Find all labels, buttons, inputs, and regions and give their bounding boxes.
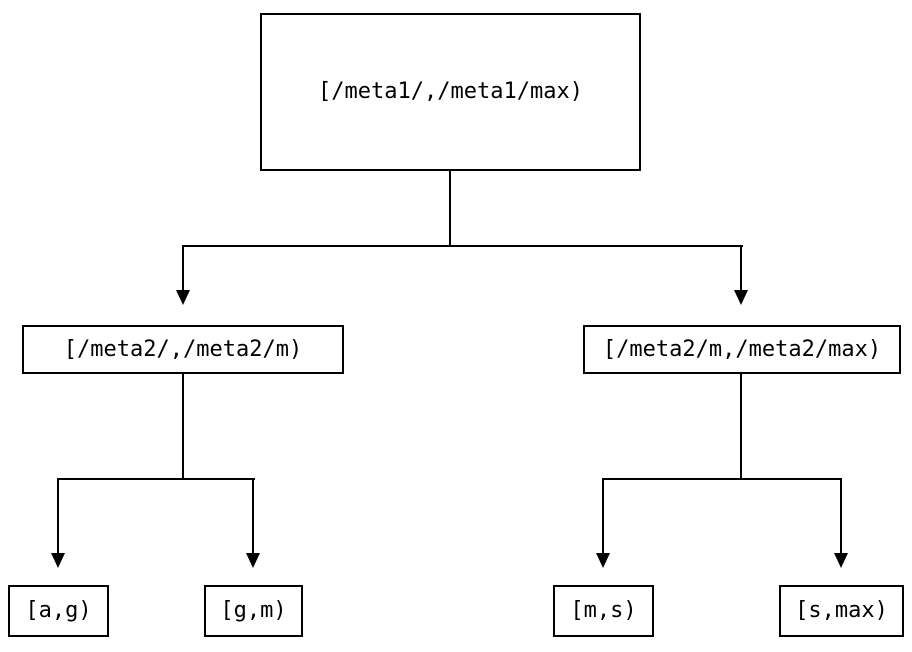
connector-drop-meta2-left xyxy=(182,245,184,291)
leaf-range-node-g-m: [g,m) xyxy=(204,585,303,637)
connector-drop-leaf-m-s xyxy=(602,478,604,554)
meta2-left-range-node: [/meta2/,/meta2/m) xyxy=(22,325,344,374)
leaf-range-node-s-max: [s,max) xyxy=(779,585,904,637)
arrow-down-icon xyxy=(734,290,748,305)
connector-drop-leaf-s-max xyxy=(840,478,842,554)
connector-meta2-left-splitter xyxy=(57,478,255,480)
leaf-range-node-m-s: [m,s) xyxy=(553,585,654,637)
arrow-down-icon xyxy=(834,553,848,568)
arrow-down-icon xyxy=(51,553,65,568)
connector-meta2-right-splitter xyxy=(602,478,842,480)
connector-meta2-right-stem xyxy=(740,374,742,480)
connector-meta2-left-stem xyxy=(182,374,184,480)
connector-root-stem xyxy=(449,171,451,247)
connector-drop-leaf-g-m xyxy=(252,478,254,554)
meta2-right-range-node: [/meta2/m,/meta2/max) xyxy=(583,325,901,374)
arrow-down-icon xyxy=(596,553,610,568)
connector-drop-meta2-right xyxy=(740,245,742,291)
connector-root-splitter xyxy=(182,245,743,247)
connector-drop-leaf-a-g xyxy=(57,478,59,554)
leaf-range-node-a-g: [a,g) xyxy=(8,585,109,637)
arrow-down-icon xyxy=(246,553,260,568)
arrow-down-icon xyxy=(176,290,190,305)
root-range-node: [/meta1/,/meta1/max) xyxy=(260,13,641,171)
